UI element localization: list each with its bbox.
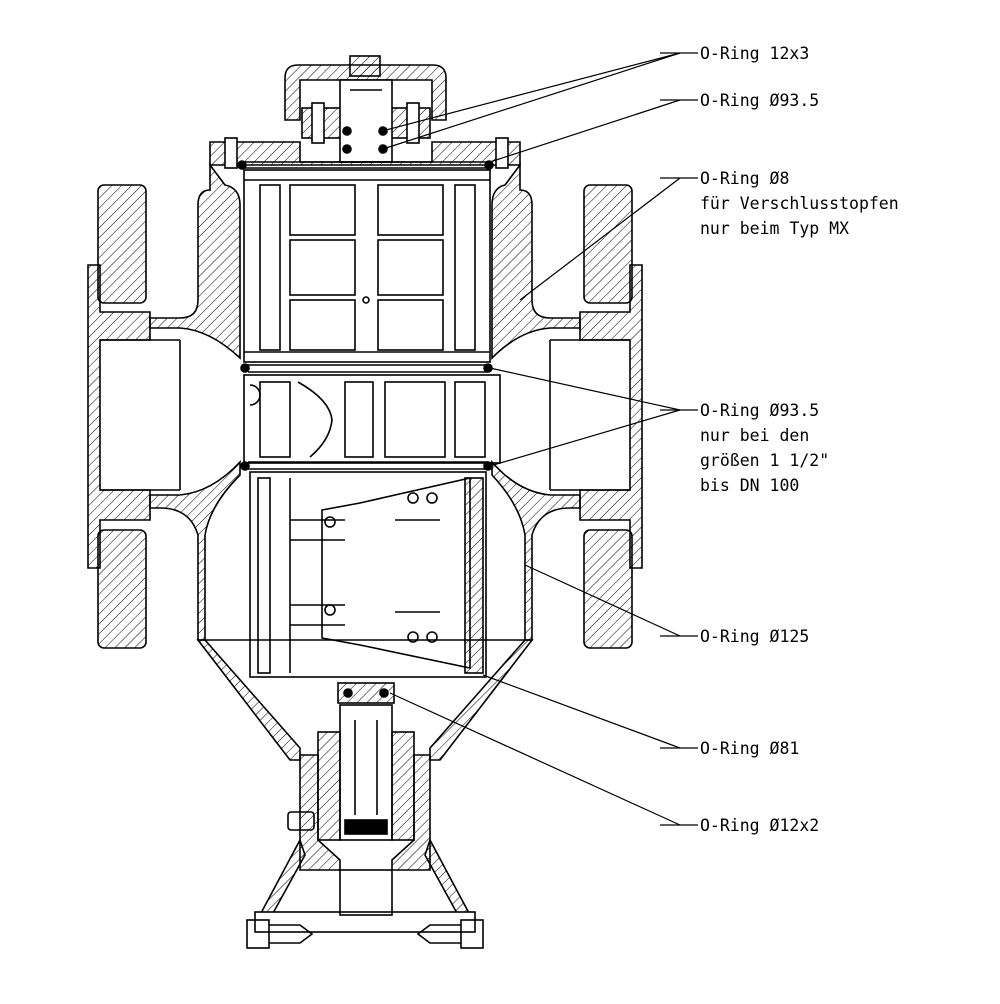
drain-valve bbox=[287, 682, 431, 871]
bottom-base bbox=[246, 837, 484, 949]
screen-basket-upper bbox=[240, 169, 493, 373]
top-cap bbox=[284, 55, 447, 163]
label-oring-93-5-top: O-Ring Ø93.5 bbox=[700, 91, 819, 110]
label-oring-12x2: O-Ring Ø12x2 bbox=[700, 816, 819, 835]
label-oring-93-5-mid-line1: O-Ring Ø93.5 bbox=[700, 401, 819, 420]
label-oring-8-line2: für Verschlusstopfen bbox=[700, 194, 899, 213]
screen-basket-middle bbox=[240, 374, 501, 471]
label-oring-93-5-mid-line4: bis DN 100 bbox=[700, 476, 799, 495]
lower-basket bbox=[249, 471, 487, 678]
leader-lines bbox=[385, 52, 698, 826]
label-oring-8-line3: nur beim Typ MX bbox=[700, 219, 849, 238]
right-flange bbox=[549, 184, 643, 649]
label-oring-81: O-Ring Ø81 bbox=[700, 739, 799, 758]
body-left-wall bbox=[149, 162, 241, 641]
label-oring-12x3: O-Ring 12x3 bbox=[700, 44, 809, 63]
upper-cover bbox=[209, 137, 521, 170]
label-oring-125: O-Ring Ø125 bbox=[700, 627, 809, 646]
body-right-wall bbox=[491, 162, 581, 641]
label-oring-93-5-mid-line3: größen 1 1/2" bbox=[700, 451, 829, 470]
callout-labels: O-Ring 12x3 O-Ring Ø93.5 O-Ring Ø8 für V… bbox=[700, 44, 899, 835]
label-oring-8-line1: O-Ring Ø8 bbox=[700, 169, 789, 188]
lower-cone bbox=[196, 639, 534, 761]
left-flange bbox=[87, 184, 181, 649]
label-oring-93-5-mid-line2: nur bei den bbox=[700, 426, 809, 445]
